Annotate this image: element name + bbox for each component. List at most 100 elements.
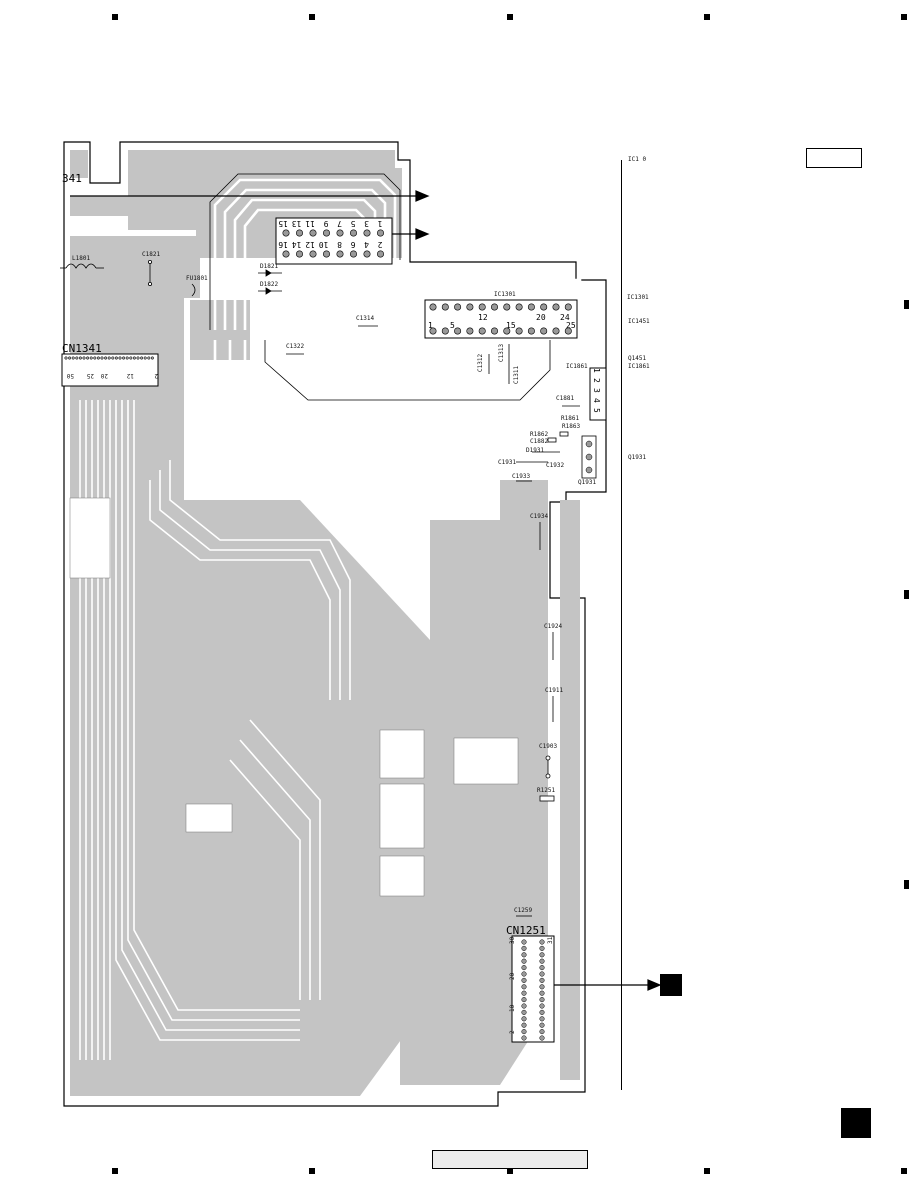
connector-pad — [322, 229, 330, 237]
connector-pad — [82, 356, 86, 360]
connector-pad — [521, 958, 527, 964]
ic-pad — [515, 303, 523, 311]
connector-pad — [104, 356, 108, 360]
connector-pad — [282, 250, 290, 258]
connector-pad — [363, 229, 371, 237]
ic-pad — [503, 303, 511, 311]
ic-pad — [429, 327, 437, 335]
label-l1801: L1801 — [72, 255, 90, 262]
label-c1882: C1882 — [530, 438, 548, 445]
label-c1932: C1932 — [546, 462, 564, 469]
registration-mark-bottom-5 — [901, 1168, 907, 1174]
connector-pad — [118, 356, 122, 360]
connector-pad — [539, 977, 545, 983]
connector-pad — [521, 990, 527, 996]
connector-pad — [71, 356, 75, 360]
registration-mark-side-3 — [904, 880, 909, 889]
ic-pad — [454, 327, 462, 335]
label-c1934: C1934 — [530, 513, 548, 520]
connector-pad — [521, 1009, 527, 1015]
connector-pad — [539, 958, 545, 964]
label-d1822: D1822 — [260, 281, 278, 288]
top-connector-pin-label: 5 — [351, 219, 356, 228]
cn1251-footprint — [511, 935, 555, 1043]
connector-pad — [309, 250, 317, 258]
ic-pad — [564, 303, 572, 311]
ic-pad — [503, 327, 511, 335]
top-connector-pin-label: 15 — [278, 219, 288, 228]
connector-pad — [114, 356, 118, 360]
label-r1251: R1251 — [537, 787, 555, 794]
connector-pad — [140, 356, 144, 360]
connector-pad — [143, 356, 147, 360]
ref-ic1451: IC1451 — [628, 318, 650, 325]
connector-pad — [539, 1029, 545, 1035]
label-r1861: R1861 — [561, 415, 579, 422]
ic1301-pin-label-1: 1 — [428, 321, 433, 330]
connector-pad — [539, 990, 545, 996]
cn1341-pin-label: 20 — [100, 372, 108, 379]
label-ic1861: IC1861 — [566, 363, 588, 370]
title-box — [806, 148, 862, 168]
label-c1911: C1911 — [545, 687, 563, 694]
connector-pad — [68, 356, 72, 360]
connector-pad — [295, 229, 303, 237]
connector-pad — [539, 965, 545, 971]
connector-pad — [150, 356, 154, 360]
small-components — [60, 259, 580, 917]
label-q1931: Q1931 — [578, 479, 596, 486]
connector-pad — [132, 356, 136, 360]
registration-mark-top-4 — [704, 14, 710, 20]
ic-pad — [490, 303, 498, 311]
label-c1924: C1924 — [544, 623, 562, 630]
connector-pad — [539, 1003, 545, 1009]
connector-pad — [539, 939, 545, 945]
trace-bundle-white — [213, 178, 582, 442]
connector-pad — [129, 356, 133, 360]
ic1301-pin-label-15: 15 — [506, 321, 516, 330]
ic-pad — [429, 303, 437, 311]
left-bus-traces — [79, 400, 351, 1060]
ic1861-pin-label: 4 — [592, 398, 601, 403]
ref-ic1301: IC1301 — [627, 294, 649, 301]
connector-pad — [336, 250, 344, 258]
connector-pad — [539, 945, 545, 951]
registration-mark-side-1 — [904, 300, 909, 309]
label-c1312: C1312 — [477, 354, 484, 372]
registration-mark-bottom-2 — [309, 1168, 315, 1174]
ic-pad — [454, 303, 462, 311]
ic-pad — [527, 327, 535, 335]
connector-pad — [521, 1003, 527, 1009]
registration-mark-top-1 — [112, 14, 118, 20]
top-connector-pin-label: 6 — [351, 240, 356, 249]
ic1301-pin-label-25: 25 — [566, 321, 576, 330]
ref-q1451: Q1451 — [628, 355, 647, 362]
top-connector-pin-label: 14 — [292, 240, 302, 249]
q1931-footprint — [581, 435, 597, 479]
registration-mark-bottom-3 — [507, 1168, 513, 1174]
connector-pad — [539, 1035, 545, 1041]
connector-pad — [147, 356, 151, 360]
cn1251-pin-label: 20 — [509, 972, 516, 980]
trace-bundle-outlines — [209, 173, 551, 401]
cn1341-footprint — [61, 353, 159, 387]
connector-pad — [86, 356, 90, 360]
registration-mark-bottom-1 — [112, 1168, 118, 1174]
top-connector-pin-label: 13 — [292, 219, 302, 228]
connector-pad — [376, 250, 384, 258]
connector-pad — [539, 1009, 545, 1015]
ic1861-pin-label: 1 — [592, 368, 601, 373]
label-cn1251: CN1251 — [506, 924, 546, 937]
top-connector-pin-label: 12 — [305, 240, 315, 249]
connector-pad — [64, 356, 68, 360]
connector-pad — [111, 356, 115, 360]
label-c1931: C1931 — [498, 459, 516, 466]
connector-pad — [75, 356, 79, 360]
ref-ic1861: IC1861 — [628, 363, 650, 370]
connector-pad — [136, 356, 140, 360]
connector-pad — [125, 356, 129, 360]
footer-box — [432, 1150, 588, 1169]
cn1251-pin-label: 2 — [509, 1030, 516, 1034]
